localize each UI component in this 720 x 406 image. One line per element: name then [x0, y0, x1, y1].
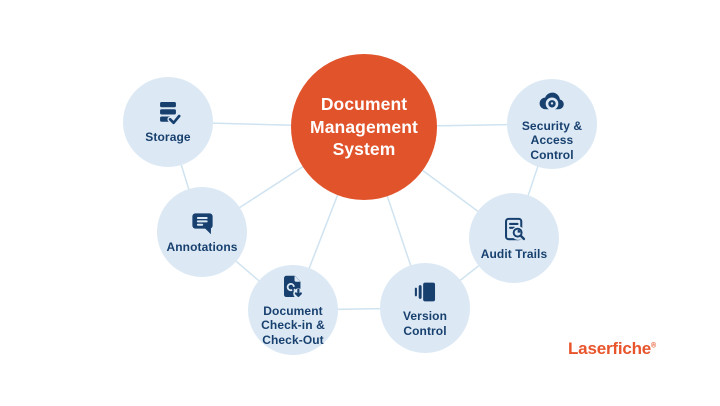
- laserfiche-logo: Laserfiche®: [568, 339, 656, 359]
- node-label: Security & Access Control: [521, 119, 583, 162]
- versions-icon: [411, 278, 439, 306]
- node-label: Storage: [145, 130, 191, 145]
- registered-trademark-symbol: ®: [651, 342, 657, 350]
- node-version: Version Control: [380, 263, 470, 353]
- node-checkin: Document Check-in & Check-Out: [248, 265, 338, 355]
- node-annotations: Annotations: [157, 187, 247, 277]
- node-audit: Audit Trails: [469, 193, 559, 283]
- node-label: Audit Trails: [480, 246, 548, 261]
- cloud-lock-icon: [537, 86, 567, 116]
- speech-bubble-icon: [189, 210, 216, 237]
- node-label: Document Check-in & Check-Out: [261, 304, 325, 347]
- hub-label: Document Management System: [310, 94, 418, 160]
- node-storage: Storage: [123, 77, 213, 167]
- file-arrow-down-icon: [279, 273, 307, 301]
- hub-document-management-system: Document Management System: [291, 54, 437, 200]
- node-label: Annotations: [166, 239, 238, 254]
- node-security: Security & Access Control: [507, 79, 597, 169]
- node-label: Version Control: [402, 309, 448, 338]
- laserfiche-wordmark: Laserfiche: [568, 339, 652, 358]
- document-search-icon: [500, 215, 529, 244]
- server-check-icon: [154, 99, 182, 127]
